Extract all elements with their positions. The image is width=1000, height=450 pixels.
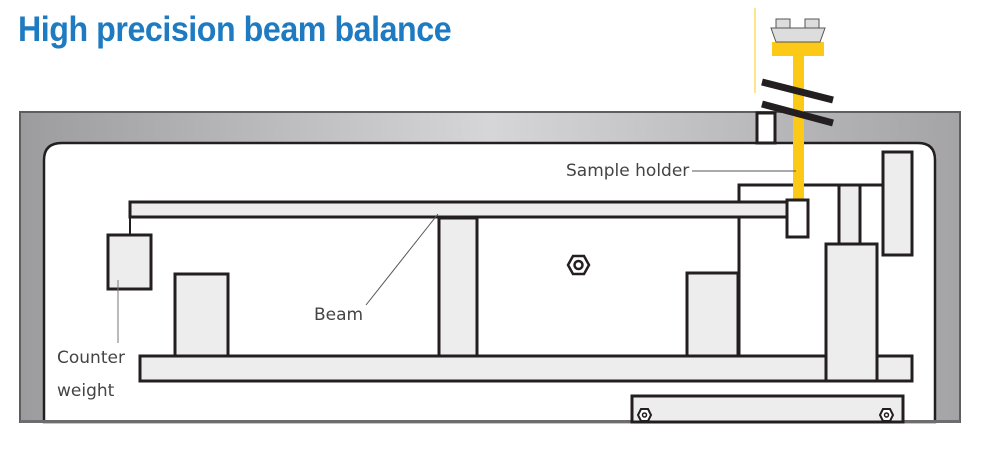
sample-pan xyxy=(770,18,826,43)
base-plate xyxy=(138,354,914,383)
counter-weight xyxy=(106,233,153,291)
large-pillar xyxy=(824,242,879,383)
pan-plate xyxy=(772,42,824,56)
sample-holder xyxy=(785,198,810,239)
fulcrum-pillar xyxy=(437,216,479,358)
break-marks xyxy=(761,78,834,127)
beam-label: Beam xyxy=(314,305,363,325)
holder-bracket xyxy=(737,183,882,356)
sample-holder-label: Sample holder xyxy=(566,161,689,181)
counter-weight-label-line1: Counter xyxy=(57,348,125,368)
right-support-block xyxy=(685,271,740,358)
right-upright xyxy=(881,150,914,257)
sample-rod xyxy=(793,55,804,201)
left-support-block xyxy=(173,272,230,358)
bottom-plate xyxy=(630,394,905,424)
top-opening xyxy=(755,111,777,145)
beam xyxy=(128,200,792,219)
counter-weight-label-line2: weight xyxy=(57,381,115,401)
small-pillar xyxy=(837,183,862,246)
diagram-title: High precision beam balance xyxy=(18,10,452,49)
beam-leader xyxy=(365,213,439,306)
hex-nut-icon xyxy=(566,254,591,276)
